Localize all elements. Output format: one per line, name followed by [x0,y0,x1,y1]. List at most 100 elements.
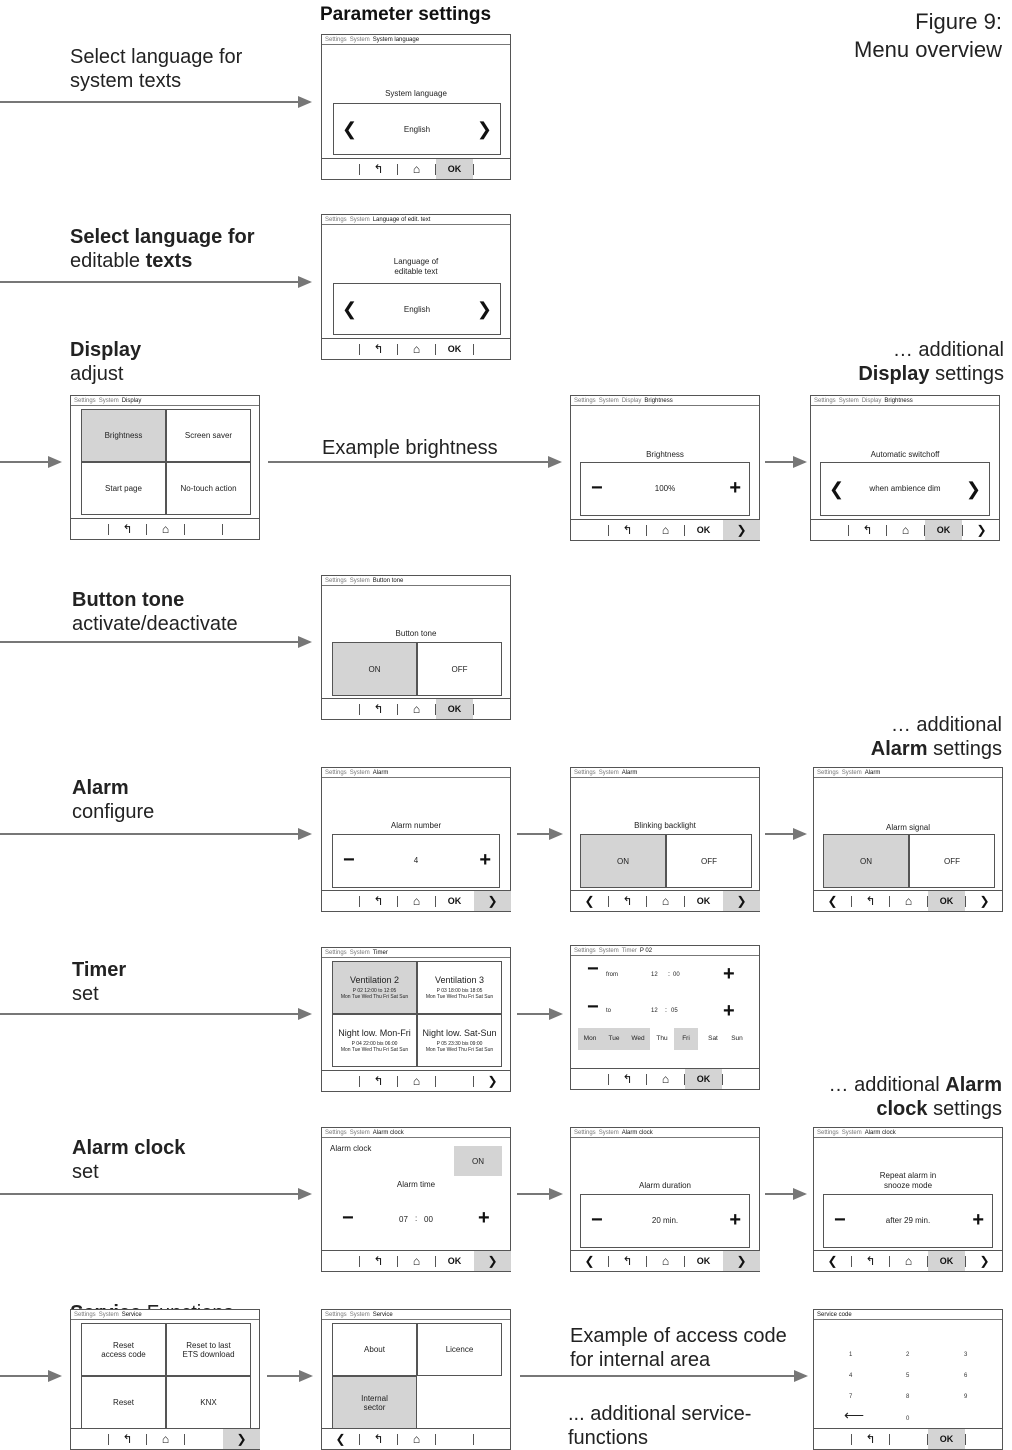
plus-icon[interactable]: + [972,1209,984,1231]
to-minute[interactable]: 05 [671,1008,678,1014]
back-icon[interactable]: ↰ [373,702,384,716]
on-button[interactable]: ON [580,834,666,888]
timer-night-sat-sun[interactable]: Night low. Sat-Sun P 05 23:30 bis 09:00 … [417,1014,502,1067]
no-touch-action-button[interactable]: No-touch action [166,462,251,515]
home-icon[interactable]: ⌂ [412,894,421,908]
plus-icon[interactable]: + [729,1209,741,1231]
licence-button[interactable]: Licence [417,1323,502,1376]
off-button[interactable]: OFF [909,834,995,888]
prev-button[interactable]: ❮ [827,894,838,908]
key-9[interactable]: 9 [964,1394,968,1400]
home-icon[interactable]: ⌂ [412,342,421,356]
ok-button[interactable]: OK [696,525,711,535]
ok-button[interactable]: OK [685,1069,722,1089]
home-icon[interactable]: ⌂ [161,522,170,536]
back-icon[interactable]: ↰ [865,1432,876,1446]
minus-icon[interactable]: − [587,958,599,980]
ok-button[interactable]: OK [696,1256,711,1266]
plus-icon[interactable]: + [479,849,491,871]
home-icon[interactable]: ⌂ [661,523,670,537]
home-icon[interactable]: ⌂ [904,1254,913,1268]
next-button[interactable]: ❯ [723,520,760,540]
to-hour[interactable]: 12 [651,1008,658,1014]
back-icon[interactable]: ↰ [622,1254,633,1268]
day-thu[interactable]: Thu [656,1035,668,1042]
chevron-right-icon[interactable]: ❯ [476,119,492,139]
ok-button[interactable]: OK [925,520,962,540]
day-wed[interactable]: Wed [626,1028,650,1050]
minus-icon[interactable]: − [342,1207,354,1229]
chevron-left-icon[interactable]: ❮ [342,299,358,319]
home-icon[interactable]: ⌂ [412,702,421,716]
selector-box[interactable]: ❮ when ambience dim ❯ [820,462,990,516]
off-button[interactable]: OFF [666,834,752,888]
alarm-minute[interactable]: 00 [424,1215,433,1224]
key-6[interactable]: 6 [964,1373,968,1379]
key-3[interactable]: 3 [964,1352,968,1358]
back-icon[interactable]: ↰ [122,1432,133,1446]
ok-button[interactable]: OK [928,1251,965,1271]
home-icon[interactable]: ⌂ [412,1074,421,1088]
day-sat[interactable]: Sat [708,1035,718,1042]
back-icon[interactable]: ↰ [122,522,133,536]
ok-button[interactable]: OK [436,699,473,719]
next-button[interactable]: ❯ [979,1254,990,1268]
minus-icon[interactable]: − [587,996,599,1018]
on-button[interactable]: ON [332,642,417,696]
brightness-button[interactable]: Brightness [81,409,166,462]
alarm-hour[interactable]: 07 [399,1215,408,1224]
ok-button[interactable]: OK [447,1256,462,1266]
ok-button[interactable]: OK [696,896,711,906]
timer-ventilation-3[interactable]: Ventilation 3 P 03 18:00 bis 18:05 Mon T… [417,961,502,1014]
about-button[interactable]: About [332,1323,417,1376]
back-icon[interactable]: ↰ [373,1432,384,1446]
off-button[interactable]: OFF [417,642,502,696]
screen-saver-button[interactable]: Screen saver [166,409,251,462]
minus-icon[interactable]: − [591,1209,603,1231]
day-fri[interactable]: Fri [674,1028,698,1050]
home-icon[interactable]: ⌂ [412,1432,421,1446]
back-icon[interactable]: ↰ [865,1254,876,1268]
home-icon[interactable]: ⌂ [661,1254,670,1268]
plus-icon[interactable]: + [478,1207,490,1229]
back-icon[interactable]: ↰ [865,894,876,908]
timer-ventilation-2[interactable]: Ventilation 2 P 02 12:00 to 12:05 Mon Tu… [332,961,417,1014]
prev-button[interactable]: ❮ [335,1432,346,1446]
ok-button[interactable]: OK [928,891,965,911]
minus-icon[interactable]: − [343,849,355,871]
back-icon[interactable]: ↰ [373,1074,384,1088]
minus-icon[interactable]: − [834,1209,846,1231]
next-button[interactable]: ❯ [487,1074,498,1088]
key-1[interactable]: 1 [849,1352,853,1358]
minus-icon[interactable]: − [591,477,603,499]
prev-button[interactable]: ❮ [584,894,595,908]
home-icon[interactable]: ⌂ [161,1432,170,1446]
key-5[interactable]: 5 [906,1373,910,1379]
back-icon[interactable]: ↰ [373,894,384,908]
day-mon[interactable]: Mon [578,1028,602,1050]
backspace-icon[interactable]: ⟵ [844,1407,865,1423]
key-0[interactable]: 0 [906,1416,910,1422]
back-icon[interactable]: ↰ [622,894,633,908]
ok-button[interactable]: OK [447,896,462,906]
reset-button[interactable]: Reset [81,1376,166,1429]
plus-icon[interactable]: + [729,477,741,499]
prev-button[interactable]: ❮ [827,1254,838,1268]
ok-button[interactable]: OK [436,159,473,179]
selector-box[interactable]: ❮ English ❯ [333,103,501,155]
next-button[interactable]: ❯ [723,891,760,911]
from-minute[interactable]: 00 [673,972,680,978]
next-button[interactable]: ❯ [979,894,990,908]
back-icon[interactable]: ↰ [373,1254,384,1268]
alarm-on-button[interactable]: ON [454,1146,502,1176]
day-sun[interactable]: Sun [731,1035,743,1042]
home-icon[interactable]: ⌂ [661,1072,670,1086]
knx-button[interactable]: KNX [166,1376,251,1429]
home-icon[interactable]: ⌂ [412,162,421,176]
prev-button[interactable]: ❮ [584,1254,595,1268]
day-tue[interactable]: Tue [602,1028,626,1050]
home-icon[interactable]: ⌂ [904,894,913,908]
back-icon[interactable]: ↰ [622,1072,633,1086]
